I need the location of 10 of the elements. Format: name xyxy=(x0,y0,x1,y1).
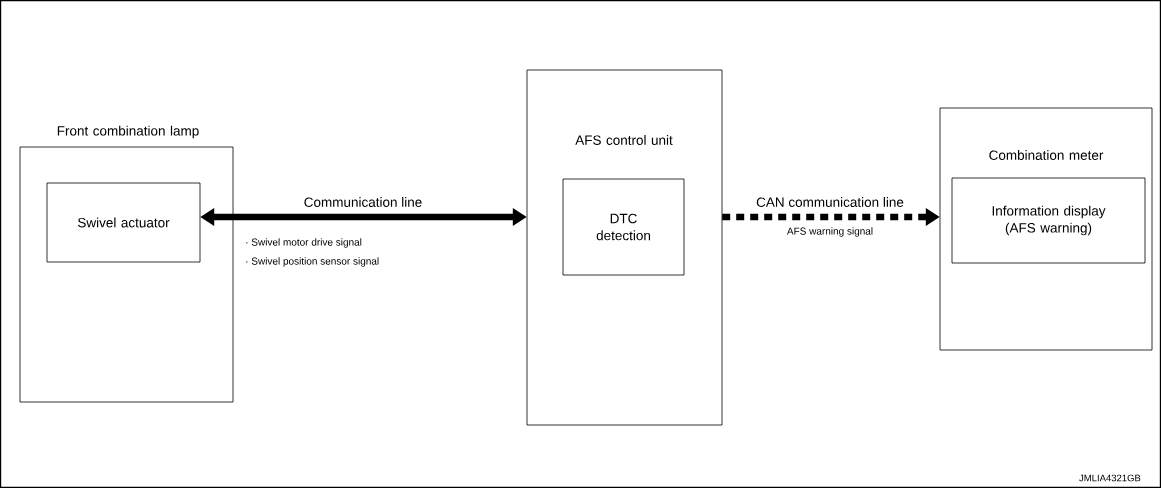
edge-label: Communication line xyxy=(302,196,424,208)
signal-label: · Swivel motor drive signal xyxy=(246,238,362,248)
component-box: Information display (AFS warning) xyxy=(951,177,1146,264)
edge-label: CAN communication line xyxy=(755,196,905,208)
edge-note: AFS warning signal xyxy=(786,227,873,237)
signal-label: · Swivel position sensor signal xyxy=(246,257,379,267)
component-box: DTC detection xyxy=(562,178,685,276)
component-box: Swivel actuator xyxy=(46,182,201,263)
figure-code: JMLIA4321GB xyxy=(1079,474,1141,482)
node-label: Front combination lamp xyxy=(57,125,199,139)
